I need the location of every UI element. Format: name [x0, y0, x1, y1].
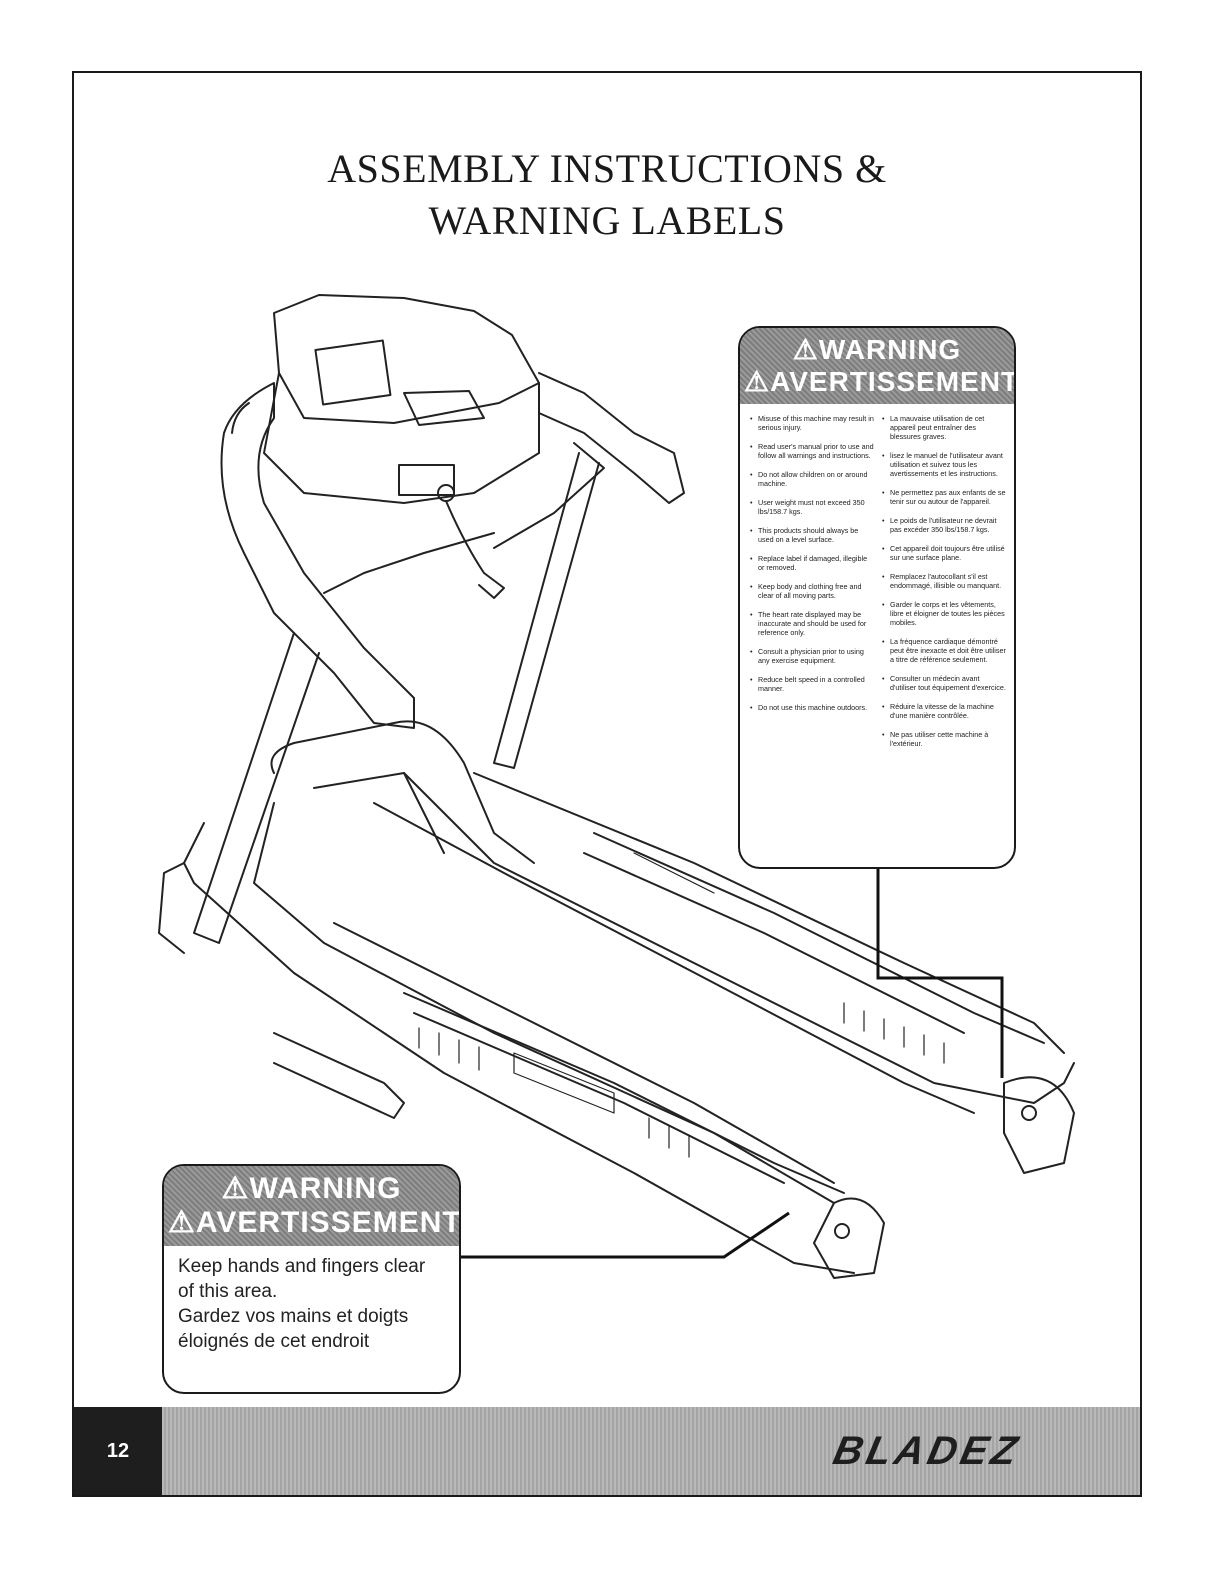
list-item: Cet appareil doit toujours être utilisé …: [882, 544, 1006, 562]
warning-text-fr: Gardez vos mains et doigts éloignés de c…: [178, 1306, 409, 1352]
warning-heading-fr: ⚠AVERTISSEMENT: [168, 1206, 461, 1239]
list-item: La mauvaise utilisation de cet appareil …: [882, 414, 1006, 441]
warning-text-en: Keep hands and fingers clear of this are…: [178, 1256, 426, 1302]
list-item: Remplacez l'autocollant s'il est endomma…: [882, 572, 1006, 590]
warning-heading-fr: ⚠AVERTISSEMENT: [744, 366, 1016, 397]
list-item: Do not use this machine outdoors.: [750, 703, 874, 712]
warning-label-small-header: ⚠WARNING ⚠AVERTISSEMENT: [164, 1166, 459, 1246]
list-item: Replace label if damaged, illegible or r…: [750, 554, 874, 572]
list-item: La fréquence cardiaque démontré peut êtr…: [882, 637, 1006, 664]
list-item: The heart rate displayed may be inaccura…: [750, 610, 874, 637]
list-item: Garder le corps et les vêtements, libre …: [882, 600, 1006, 627]
list-item: Misuse of this machine may result in ser…: [750, 414, 874, 432]
treadmill-illustration: [158, 294, 1075, 1279]
list-item: This products should always be used on a…: [750, 526, 874, 544]
list-item: User weight must not exceed 350 lbs/158.…: [750, 498, 874, 516]
page-title: ASSEMBLY INSTRUCTIONS & WARNING LABELS: [74, 143, 1140, 247]
page-footer: 12 BLADEZ: [74, 1407, 1140, 1495]
list-item: Le poids de l'utilisateur ne devrait pas…: [882, 516, 1006, 534]
list-item: Consulter un médecin avant d'utiliser to…: [882, 674, 1006, 692]
page-number: 12: [74, 1407, 162, 1495]
list-item: Ne pas utiliser cette machine à l'extéri…: [882, 730, 1006, 748]
page-frame: ASSEMBLY INSTRUCTIONS & WARNING LABELS: [72, 71, 1142, 1497]
warning-list-fr: La mauvaise utilisation de cet appareil …: [880, 414, 1006, 758]
title-line-1: ASSEMBLY INSTRUCTIONS &: [327, 146, 887, 191]
list-item: Consult a physician prior to using any e…: [750, 647, 874, 665]
list-item: Reduce belt speed in a controlled manner…: [750, 675, 874, 693]
list-item: lisez le manuel de l'utilisateur avant u…: [882, 451, 1006, 478]
list-item: Read user's manual prior to use and foll…: [750, 442, 874, 460]
warning-label-main-header: ⚠WARNING ⚠AVERTISSEMENT: [740, 328, 1014, 404]
title-line-2: WARNING LABELS: [428, 198, 786, 243]
list-item: Ne permettez pas aux enfants de se tenir…: [882, 488, 1006, 506]
list-item: Do not allow children on or around machi…: [750, 470, 874, 488]
warning-label-main: ⚠WARNING ⚠AVERTISSEMENT Misuse of this m…: [738, 326, 1016, 869]
list-item: Keep body and clothing free and clear of…: [750, 582, 874, 600]
warning-label-small: ⚠WARNING ⚠AVERTISSEMENT Keep hands and f…: [162, 1164, 461, 1394]
brand-logo: BLADEZ: [829, 1429, 1026, 1473]
list-item: Réduire la vitesse de la machine d'une m…: [882, 702, 1006, 720]
warning-list-en: Misuse of this machine may result in ser…: [748, 414, 874, 758]
warning-heading-en: ⚠WARNING: [792, 334, 962, 365]
warning-heading-en: ⚠WARNING: [221, 1172, 402, 1205]
